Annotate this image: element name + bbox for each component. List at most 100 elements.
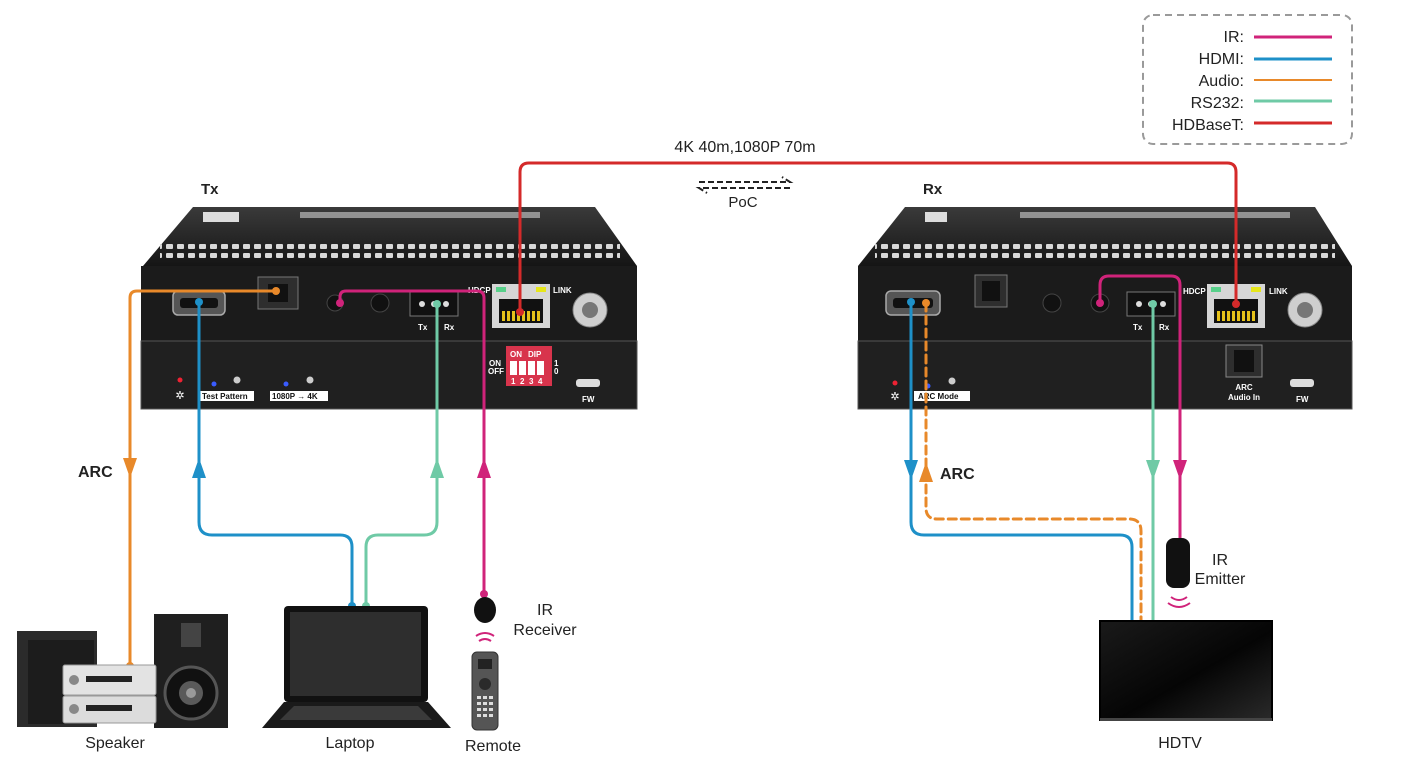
rx-arc-audio-cable — [924, 301, 1143, 626]
tx-rs232-rx-label: Rx — [444, 323, 455, 332]
tx-scale-led — [283, 381, 289, 387]
rx-arc-mode-label: ARC Mode — [918, 392, 959, 401]
tx-top-label-strip — [300, 212, 540, 218]
tx-rs232-arrow — [430, 458, 444, 478]
rx-arc-arrow — [919, 462, 933, 482]
cable-arrows — [123, 458, 1187, 482]
ir-receiver-device — [474, 597, 496, 642]
arc-label-left: ARC — [78, 464, 113, 481]
tx-scale-button[interactable] — [306, 376, 314, 384]
tx-dip-off-side: OFF — [488, 367, 504, 376]
legend-label-rs232: RS232: — [1191, 95, 1244, 112]
tx-dip-num-3: 3 — [529, 377, 534, 386]
tx-fw-port[interactable] — [576, 379, 600, 387]
laptop-screen — [290, 612, 421, 696]
legend-label-ir: IR: — [1224, 29, 1244, 46]
rx-ir-cable — [1098, 274, 1182, 542]
rx-ir-in-jack[interactable] — [1042, 293, 1062, 313]
tx-ir-out-jack[interactable] — [370, 293, 390, 313]
tx-link-led — [536, 287, 546, 292]
tx-hdmi-arrow — [192, 458, 206, 478]
rx-arc-audio-label-2: Audio In — [1228, 393, 1260, 402]
tx-sun-icon: ✲ — [175, 390, 184, 402]
tx-ir-cable — [338, 289, 486, 600]
rx-top-logo — [925, 212, 947, 222]
tx-power-led — [177, 377, 183, 383]
tx-hdcp-led — [496, 287, 506, 292]
tx-arc-arrow — [123, 458, 137, 478]
rx-fw-label: FW — [1296, 395, 1309, 404]
hdtv-screen — [1099, 620, 1273, 721]
rx-fw-port[interactable] — [1290, 379, 1314, 387]
tx-dip-on-side: ON — [489, 359, 501, 368]
tx-test-pattern-button[interactable] — [233, 376, 241, 384]
rx-rs232-rx-label: Rx — [1159, 323, 1170, 332]
tx-dip-title: DIP — [528, 350, 542, 359]
tx-hdmi-cable — [197, 300, 354, 608]
ir-receiver-eye — [474, 597, 496, 623]
rx-link-label: LINK — [1269, 287, 1288, 296]
ir-receiver-label-1: IR — [537, 602, 553, 619]
speaker-system — [17, 614, 228, 728]
poc-label: PoC — [728, 194, 757, 211]
laptop-device — [262, 606, 451, 728]
rx-ir-arrow — [1173, 460, 1187, 480]
poc-arrows — [695, 176, 794, 194]
rx-rs232-arrow — [1146, 460, 1160, 480]
legend-label-audio: Audio: — [1199, 73, 1244, 90]
tx-scale-label: 1080P → 4K — [272, 392, 318, 401]
remote-label: Remote — [465, 738, 521, 755]
rx-vents — [875, 240, 1335, 262]
rx-rs232-tx-label: Tx — [1133, 323, 1143, 332]
tx-test-pattern-label: Test Pattern — [202, 392, 248, 401]
tx-dip-num-2: 2 — [520, 377, 525, 386]
rx-hdcp-led — [1211, 287, 1221, 292]
tx-vents — [160, 240, 620, 262]
ir-emitter-label-2: Emitter — [1195, 571, 1246, 588]
tx-rs232-tx-label: Tx — [418, 323, 428, 332]
tx-extender: Tx Tx Rx HDCP LINK ✲ Test Pattern — [140, 181, 638, 410]
tx-dip-num-1: 1 — [511, 377, 516, 386]
rx-link-led — [1251, 287, 1261, 292]
ir-receiver-label-2: Receiver — [513, 622, 577, 639]
tx-dip-zero: 0 — [554, 367, 559, 376]
rx-top-label-strip — [1020, 212, 1290, 218]
remote-control — [471, 651, 499, 731]
rx-power-led — [892, 380, 898, 386]
tx-dip-on-title: ON — [510, 350, 522, 359]
tx-rs232-cable — [364, 302, 439, 608]
tx-fw-label: FW — [582, 395, 595, 404]
ir-emitter-body — [1166, 538, 1190, 588]
tx-title: Tx — [201, 181, 219, 198]
tx-ir-arrow — [477, 458, 491, 478]
rx-arc-mode-button[interactable] — [948, 377, 956, 385]
tx-arc-audio-cable — [128, 289, 278, 670]
rx-arc-audio-label-1: ARC — [1235, 383, 1253, 392]
ir-emitter-device — [1166, 538, 1191, 608]
legend: IR: HDMI: Audio: RS232: HDBaseT: — [1142, 14, 1353, 145]
ir-emitter-label-1: IR — [1212, 552, 1228, 569]
legend-label-hdmi: HDMI: — [1199, 51, 1244, 68]
hdbaset-cable — [518, 161, 1238, 314]
hdtv-label: HDTV — [1158, 735, 1202, 752]
rx-extender: Rx Tx Rx HDCP LINK ✲ ARC Mode AR — [857, 181, 1353, 410]
tx-dip-num-4: 4 — [538, 377, 543, 386]
link-distance-label: 4K 40m,1080P 70m — [674, 139, 815, 156]
legend-box — [1142, 14, 1353, 145]
rx-hdmi-arrow — [904, 460, 918, 480]
tx-link-label: LINK — [553, 286, 572, 295]
tx-dip-one: 1 — [554, 359, 559, 368]
rx-sun-icon: ✲ — [890, 391, 899, 403]
rx-hdmi-cable — [909, 300, 1134, 626]
rx-title: Rx — [923, 181, 943, 198]
laptop-label: Laptop — [326, 735, 375, 752]
cables — [128, 161, 1238, 670]
arc-label-right: ARC — [940, 466, 975, 483]
tx-test-pattern-led — [211, 381, 217, 387]
tx-top-logo — [203, 212, 239, 222]
rx-hdcp-label: HDCP — [1183, 287, 1206, 296]
hdtv-device — [1099, 620, 1273, 721]
legend-label-hdbaset: HDBaseT: — [1172, 117, 1244, 134]
speaker-label: Speaker — [85, 735, 145, 752]
